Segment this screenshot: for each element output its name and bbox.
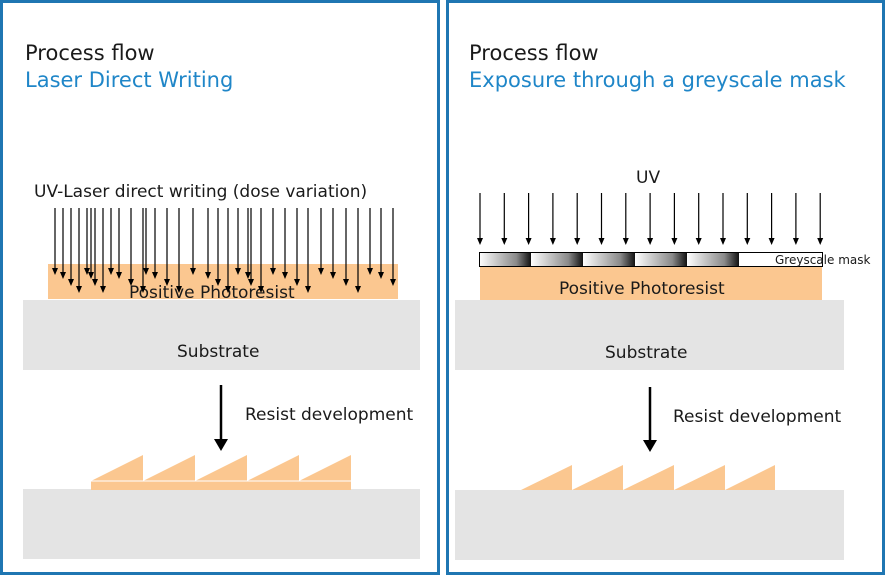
arrowhead xyxy=(367,268,373,275)
arrowhead xyxy=(116,272,122,279)
arrowhead xyxy=(258,286,264,293)
arrowhead xyxy=(598,238,605,245)
arrowhead xyxy=(390,279,396,286)
arrowhead xyxy=(100,286,106,293)
arrowhead xyxy=(60,272,66,279)
arrowhead xyxy=(143,268,149,275)
arrowhead xyxy=(355,286,361,293)
arrowhead xyxy=(647,238,654,245)
laser-beam-arrows xyxy=(52,208,396,293)
arrowhead xyxy=(330,272,336,279)
uv-label: UV xyxy=(636,168,661,188)
sawtooth-resist xyxy=(91,455,351,490)
arrowhead xyxy=(92,279,98,286)
development-arrowhead xyxy=(643,440,657,452)
arrowhead xyxy=(549,238,556,245)
arrowhead xyxy=(76,286,82,293)
arrowhead xyxy=(245,272,251,279)
arrowhead xyxy=(52,268,58,275)
arrowhead xyxy=(744,238,751,245)
arrowhead xyxy=(164,279,170,286)
arrowhead xyxy=(574,238,581,245)
panel-greyscale-mask: Process flow Exposure through a greyscal… xyxy=(446,0,885,575)
mask-diagram-graphics xyxy=(477,193,824,490)
greyscale-mask xyxy=(479,252,823,267)
arrowhead xyxy=(225,286,231,293)
arrowhead xyxy=(140,286,146,293)
arrowhead xyxy=(84,268,90,275)
photoresist-label: Positive Photoresist xyxy=(559,279,725,299)
substrate-layer xyxy=(455,300,844,370)
arrowhead xyxy=(205,272,211,279)
uv-arrows xyxy=(477,193,824,245)
arrowhead xyxy=(108,268,114,275)
arrowhead xyxy=(190,268,196,275)
panel-subheading: Laser Direct Writing xyxy=(25,68,234,92)
photoresist-layer xyxy=(480,267,822,302)
arrowhead xyxy=(305,286,311,293)
arrowhead xyxy=(282,272,288,279)
arrowhead xyxy=(671,238,678,245)
arrowhead xyxy=(318,268,324,275)
greyscale-mask-label: Greyscale mask xyxy=(775,253,871,267)
arrowhead xyxy=(294,279,300,286)
panel-subheading: Exposure through a greyscale mask xyxy=(469,68,846,92)
arrowhead xyxy=(215,279,221,286)
substrate-label: Substrate xyxy=(177,342,260,362)
substrate-label: Substrate xyxy=(605,343,688,363)
arrowhead xyxy=(235,268,241,275)
arrowhead xyxy=(768,238,775,245)
exposure-label: UV-Laser direct writing (dose variation) xyxy=(34,182,368,202)
photoresist-label: Positive Photoresist xyxy=(129,283,295,303)
arrowhead xyxy=(817,238,824,245)
arrowhead xyxy=(792,238,799,245)
arrowhead xyxy=(477,238,483,245)
photoresist-layer xyxy=(48,264,398,299)
arrowhead xyxy=(152,272,158,279)
substrate-after-development xyxy=(23,489,420,559)
sawtooth-resist xyxy=(521,465,775,490)
arrowhead xyxy=(720,238,726,245)
arrowhead xyxy=(176,286,182,293)
substrate-after-development xyxy=(455,490,844,560)
arrowhead xyxy=(695,238,702,245)
panel-heading: Process flow xyxy=(25,41,155,65)
arrowhead xyxy=(378,272,384,279)
arrowhead xyxy=(622,238,629,245)
arrowhead xyxy=(525,238,532,245)
panel-laser-direct-writing: Process flow Laser Direct Writing UV-Las… xyxy=(0,0,440,575)
development-label: Resist development xyxy=(673,407,842,427)
arrowhead xyxy=(68,279,74,286)
arrowhead xyxy=(88,272,94,279)
arrowhead xyxy=(270,268,276,275)
arrowhead xyxy=(501,238,508,245)
substrate-layer xyxy=(23,300,420,370)
development-arrowhead xyxy=(214,439,228,451)
arrowhead xyxy=(343,279,349,286)
arrowhead xyxy=(128,279,134,286)
panel-heading: Process flow xyxy=(469,41,599,65)
development-label: Resist development xyxy=(245,405,414,425)
laser-diagram-graphics xyxy=(52,208,396,490)
arrowhead xyxy=(248,279,254,286)
